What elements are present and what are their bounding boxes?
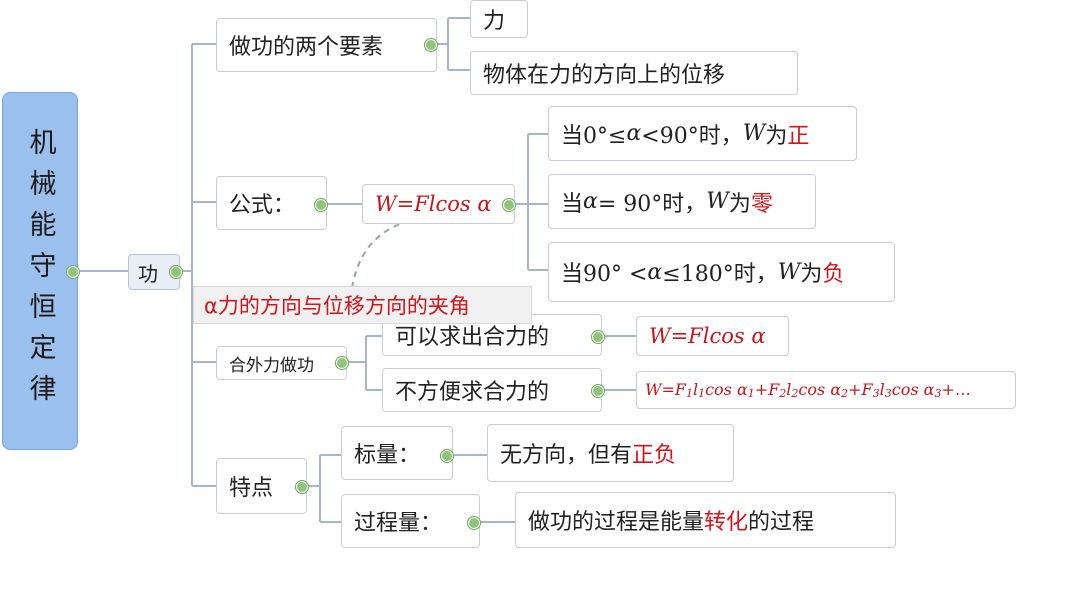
- expr-part: l: [692, 380, 699, 399]
- case-zero-result: 零: [750, 191, 773, 217]
- expr-sub: 2: [791, 387, 799, 400]
- expr-sub: 2: [841, 387, 849, 400]
- formula-collapse-toggle[interactable]: [315, 199, 327, 211]
- feature-scalar[interactable]: 标量：: [341, 426, 453, 480]
- expr-part: l: [786, 380, 792, 399]
- branch-total-work-label: 合外力做功: [229, 355, 314, 376]
- case-zero-pre: 当: [561, 191, 584, 217]
- expr-sub: 2: [779, 387, 787, 400]
- expr-sub: 3: [934, 387, 942, 400]
- feature-process[interactable]: 过程量：: [341, 494, 480, 548]
- expr-sub: 1: [685, 387, 693, 400]
- case-negative-pre: 当90° <: [561, 262, 648, 287]
- case-negative-mid: ≤180°时，: [662, 262, 778, 287]
- expr-sub: 3: [872, 387, 880, 400]
- case-zero-mid: = 90°时，: [597, 191, 707, 217]
- total-work-computable-label: 可以求出合力的: [395, 325, 550, 350]
- root-node[interactable]: 机械能守恒定律: [2, 92, 78, 450]
- formula-node-collapse-toggle[interactable]: [503, 199, 515, 211]
- case-positive-result: 正: [787, 123, 810, 149]
- scalar-collapse-toggle[interactable]: [441, 450, 453, 462]
- process-desc-highlight: 转化: [704, 510, 749, 535]
- expr-part: +F: [754, 380, 780, 399]
- case-negative-var: α: [647, 259, 663, 285]
- features-collapse-toggle[interactable]: [296, 481, 308, 493]
- expr-part: cos α: [891, 380, 935, 399]
- case-negative-result: 负: [822, 262, 845, 287]
- formula-node[interactable]: W=Flcos α: [362, 184, 515, 224]
- feature-process-desc[interactable]: 做功的过程是能量转化的过程: [515, 492, 896, 548]
- expr-part: cos α: [798, 380, 842, 399]
- case-positive-wei: 为: [765, 123, 788, 149]
- process-desc-suffix: 的过程: [748, 510, 815, 535]
- angle-callout-text: α力的方向与位移方向的夹角: [204, 294, 470, 318]
- element-displacement[interactable]: 物体在力的方向上的位移: [470, 51, 798, 95]
- case-negative-w: W: [777, 259, 801, 285]
- case-zero-w: W: [706, 189, 729, 214]
- computable-formula-expr: W=Flcos α: [649, 324, 766, 348]
- case-positive-w: W: [742, 121, 766, 146]
- branch-formula[interactable]: 公式：: [216, 176, 327, 230]
- process-collapse-toggle[interactable]: [468, 517, 480, 529]
- case-positive-pre: 当0°≤: [561, 123, 627, 149]
- computable-collapse-toggle[interactable]: [592, 331, 604, 343]
- branch-total-work[interactable]: 合外力做功: [216, 346, 347, 380]
- main-node-label: 功: [138, 261, 158, 286]
- branch-features-label: 特点: [229, 476, 274, 501]
- feature-scalar-desc[interactable]: 无方向，但有正负: [487, 424, 734, 482]
- inconvenient-collapse-toggle[interactable]: [592, 385, 604, 397]
- branch-two-elements-label: 做功的两个要素: [229, 35, 384, 60]
- expr-part: cos α: [705, 380, 748, 399]
- main-collapse-toggle[interactable]: [170, 266, 182, 278]
- expr-part: +F: [848, 380, 873, 399]
- feature-scalar-label: 标量：: [354, 443, 421, 468]
- case-positive-mid: <90°时，: [641, 123, 743, 149]
- angle-callout[interactable]: α力的方向与位移方向的夹角: [193, 286, 532, 324]
- root-label: 机械能守恒定律: [24, 127, 56, 415]
- total-work-computable-formula[interactable]: W=Flcos α: [636, 316, 789, 356]
- expr-sub: 3: [884, 387, 892, 400]
- case-zero-wei: 为: [728, 191, 751, 217]
- two-elements-collapse-toggle[interactable]: [425, 39, 437, 51]
- total-work-inconvenient-label: 不方便求合力的: [395, 380, 550, 405]
- branch-features[interactable]: 特点: [216, 458, 307, 514]
- element-force-label: 力: [483, 9, 506, 34]
- case-positive-var: α: [626, 121, 642, 146]
- total-work-inconvenient[interactable]: 不方便求合力的: [382, 368, 602, 412]
- expr-sub: 1: [698, 387, 706, 400]
- expr-part: W=F: [645, 380, 686, 399]
- expr-part: l: [879, 380, 885, 399]
- feature-process-label: 过程量：: [354, 511, 443, 536]
- scalar-desc-highlight: 正负: [632, 443, 677, 468]
- root-collapse-toggle[interactable]: [67, 266, 79, 278]
- total-work-collapse-toggle[interactable]: [336, 357, 348, 369]
- expr-part: +…: [941, 380, 971, 399]
- expr-sub: 1: [747, 387, 755, 400]
- inconvenient-formula-expr: W=F1l1cos α1+F2l2cos α2+F3l3cos α3+…: [645, 380, 971, 400]
- branch-formula-label: 公式：: [229, 193, 296, 218]
- branch-two-elements[interactable]: 做功的两个要素: [216, 18, 437, 72]
- element-force[interactable]: 力: [470, 0, 528, 38]
- formula-expression: W=Flcos α: [375, 192, 492, 216]
- total-work-inconvenient-formula[interactable]: W=F1l1cos α1+F2l2cos α2+F3l3cos α3+…: [636, 371, 1016, 409]
- process-desc-prefix: 做功的过程是能量: [528, 510, 705, 535]
- case-zero-var: α: [583, 189, 598, 214]
- scalar-desc-prefix: 无方向，但有: [500, 443, 633, 468]
- case-negative-wei: 为: [800, 262, 823, 287]
- element-displacement-label: 物体在力的方向上的位移: [483, 63, 726, 88]
